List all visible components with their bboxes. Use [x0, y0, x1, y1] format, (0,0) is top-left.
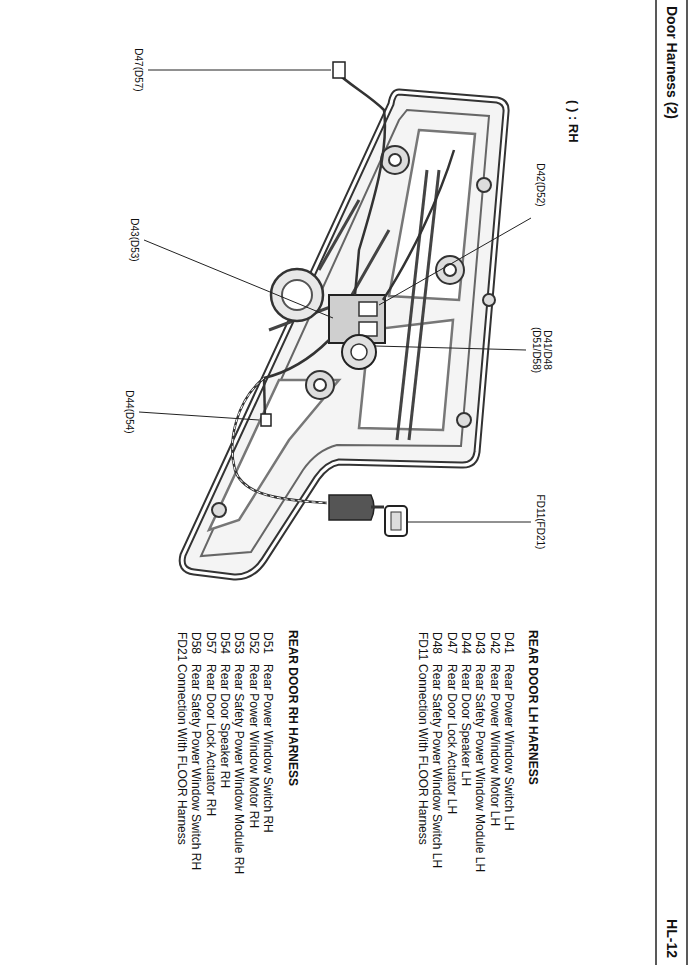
- connector-code: D48: [430, 632, 444, 654]
- connector-description: Rear Door Lock Actuator RH: [203, 664, 217, 816]
- connector-description: Rear Power Window Switch RH: [260, 664, 274, 833]
- connector-description: Rear Door Lock Actuator LH: [444, 664, 458, 814]
- table-heading: REAR DOOR RH HARNESS: [285, 630, 299, 786]
- connector-code: D41: [501, 632, 515, 654]
- connector-code: D57: [203, 632, 217, 654]
- connector-description: Rear Door Speaker LH: [458, 664, 472, 786]
- callout-code: D44(D54): [123, 390, 135, 433]
- connector-code: FD11: [415, 632, 429, 660]
- callout-code: FD11(FD21): [534, 495, 546, 550]
- callout-code: D43(D53): [128, 218, 140, 261]
- connector-description: Connection With FLOOR Harness: [174, 664, 188, 845]
- connector-description: Rear Power Window Motor RH: [246, 664, 260, 828]
- page-title: Door Harness (2): [664, 6, 680, 119]
- connector-code: D52: [246, 632, 260, 654]
- connector-description: Rear Safety Power Window Switch LH: [430, 664, 444, 868]
- page-number: HL-12: [664, 919, 680, 958]
- connector-description: Connection With FLOOR Harness: [415, 664, 429, 845]
- connector-code: D54: [217, 632, 231, 654]
- connector-code: D43: [473, 632, 487, 654]
- connector-description: Rear Safety Power Window Module RH: [232, 664, 246, 874]
- connector-description: Rear Safety Power Window Module LH: [473, 664, 487, 872]
- connector-code: FD21: [174, 632, 188, 661]
- connector-code: D58: [189, 632, 203, 654]
- connector-code: D51: [260, 632, 274, 654]
- table-heading: REAR DOOR LH HARNESS: [525, 630, 539, 785]
- connector-description: Rear Door Speaker RH: [217, 664, 231, 788]
- connector-code: D47: [444, 632, 458, 654]
- connector-code: D42: [487, 632, 501, 654]
- connector-code: D53: [232, 632, 246, 654]
- callout-code: D42(D52): [534, 163, 546, 206]
- view-note: ( ) : RH: [566, 100, 581, 143]
- connector-description: Rear Safety Power Window Switch RH: [189, 664, 203, 870]
- connector-description: Rear Power Window Switch LH: [501, 664, 515, 831]
- connector-code: D44: [458, 632, 472, 654]
- connector-description: Rear Power Window Motor LH: [487, 664, 501, 826]
- callout-code: D47(D57): [132, 48, 144, 91]
- callout-code: D41/D48 (D51/D58): [531, 320, 554, 380]
